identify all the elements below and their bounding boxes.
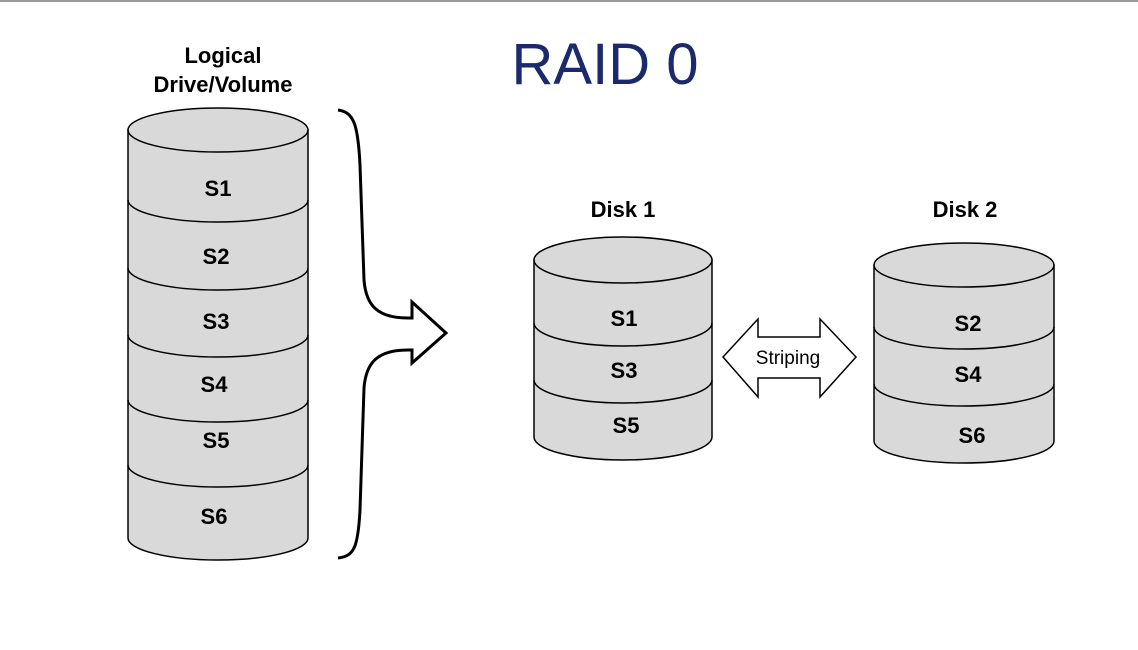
disk2-segment-label: S2 [955, 311, 982, 336]
logical-volume-caption-line1: Logical [184, 43, 262, 68]
logical-segment-label: S1 [205, 176, 232, 201]
logical-volume-cylinder-body [127, 129, 309, 561]
disk2-separator [873, 326, 1055, 350]
logical-volume-separator [127, 334, 309, 358]
striping-double-arrow-shape [721, 317, 858, 399]
logical-segment-label: S4 [201, 372, 229, 397]
logical-segment-label: S5 [203, 428, 230, 453]
logical-volume-caption-line2: Drive/Volume [153, 72, 293, 97]
logical-volume-separator [127, 399, 309, 423]
striping-label: Striping [756, 348, 820, 369]
disk1-segment-label: S1 [611, 306, 638, 331]
disk1-cylinder: S1 S3 S5 [533, 236, 713, 461]
disk2-caption: Disk 2 [932, 197, 998, 222]
logical-volume-caption: Logical Drive/Volume [118, 41, 328, 99]
logical-volume-separator [127, 199, 309, 223]
disk1-cylinder-top [533, 236, 713, 284]
top-divider [0, 0, 1138, 2]
logical-volume-cylinder-top [127, 107, 309, 153]
logical-segment-label: S3 [203, 309, 230, 334]
disk1-segment-label: S3 [611, 358, 638, 383]
disk2-segment-label: S6 [959, 423, 986, 448]
disk1-separator [533, 322, 713, 347]
logical-volume-cylinder: S1 S2 S3 S4 S5 S6 [127, 107, 309, 561]
page-title: RAID 0 [511, 32, 699, 97]
logical-volume-separator [127, 267, 309, 291]
disk2-cylinder: S2 S4 S6 [873, 242, 1055, 464]
brace-arrow [337, 108, 449, 560]
logical-volume-separator [127, 464, 309, 488]
disk2-segment-label: S4 [955, 362, 983, 387]
disk1-caption: Disk 1 [590, 197, 656, 222]
disk1-cylinder-body [533, 259, 713, 461]
disk2-separator [873, 383, 1055, 407]
disk2-cylinder-top [873, 242, 1055, 288]
disk1-segment-label: S5 [613, 413, 640, 438]
striping-arrow: Striping [721, 317, 858, 399]
disk1-separator [533, 379, 713, 404]
logical-segment-label: S6 [201, 504, 228, 529]
logical-segment-label: S2 [203, 244, 230, 269]
disk2-cylinder-body [873, 264, 1055, 464]
